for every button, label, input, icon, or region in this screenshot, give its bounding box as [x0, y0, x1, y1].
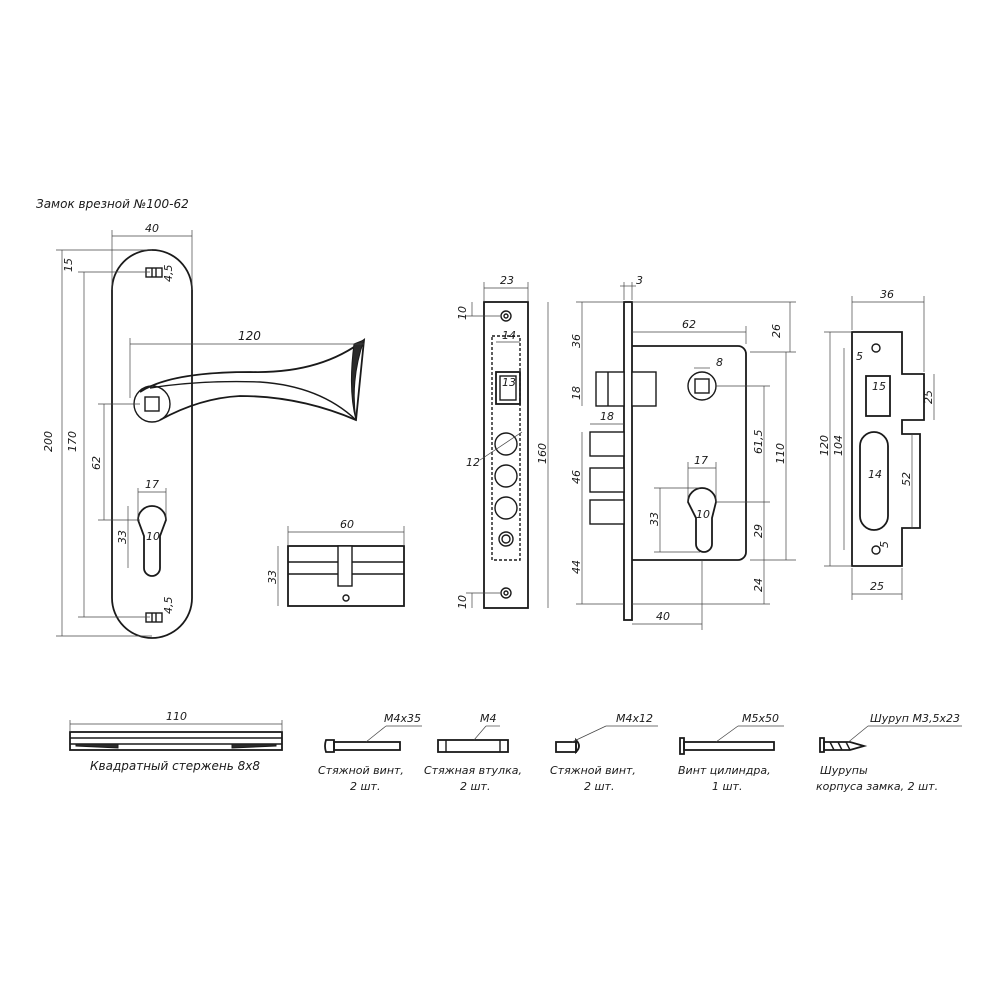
dim-cyl-length: 60 — [340, 518, 354, 531]
cylinder: 60 33 — [266, 518, 405, 607]
dim-cyl-height: 33 — [116, 530, 129, 544]
dim-face-bottom: 10 — [456, 595, 469, 609]
part-m4-cap1: Стяжная втулка, — [424, 764, 522, 777]
dim-latch-window: 14 — [502, 329, 516, 342]
dim-spindle-cyl-body: 61,5 — [752, 430, 765, 455]
strike-plate: 36 5 25 15 120 104 14 52 5 25 — [818, 288, 935, 600]
dim-plate-width: 40 — [145, 222, 159, 235]
part-m4x35-cap2: 2 шт. — [350, 780, 380, 793]
dim-bolt-dia: 12 — [466, 456, 480, 469]
dim-hole-top: 4,5 — [162, 265, 175, 283]
dim-strike-latch-w: 15 — [872, 380, 886, 393]
drawing-title: Замок врезной №100-62 — [36, 197, 189, 211]
dim-body-height: 110 — [774, 443, 787, 464]
part-screw-m4x35: M4x35 Стяжной винт, 2 шт. — [318, 712, 422, 793]
dim-strike-slot-w: 14 — [868, 468, 882, 481]
part-spindle-caption: Квадратный стержень 8х8 — [90, 759, 260, 773]
faceplate: 23 160 10 10 14 13 12 — [456, 274, 549, 609]
dim-body-thick: 3 — [636, 274, 643, 287]
part-screw-cap2: корпуса замка, 2 шт. — [816, 780, 938, 793]
dim-square: 13 — [502, 376, 516, 389]
dim-strike-height: 120 — [818, 435, 831, 456]
part-m5x50-cap2: 1 шт. — [712, 780, 742, 793]
dim-bolt-proj: 18 — [600, 410, 614, 423]
dim-latch-height: 36 — [570, 334, 583, 348]
part-spindle: 110 Квадратный стержень 8х8 — [69, 710, 283, 773]
dim-face-height: 160 — [536, 443, 549, 464]
dim-hole-bottom: 4,5 — [162, 597, 175, 615]
part-screw-label: Шуруп M3,5x23 — [870, 712, 960, 725]
dim-strike-bottom: 25 — [870, 580, 884, 593]
part-screw-m5x50: M5x50 Винт цилиндра, 1 шт. — [678, 712, 784, 793]
dim-cyl-body-height: 33 — [266, 570, 279, 584]
part-spindle-label: 110 — [166, 710, 187, 723]
dim-body-cyl-height: 33 — [648, 512, 661, 526]
dim-strike-latch-h: 25 — [922, 390, 935, 404]
part-wood-screw: Шуруп M3,5x23 Шурупы корпуса замка, 2 шт… — [816, 712, 962, 793]
dim-top-hole: 15 — [62, 258, 75, 272]
dim-strike-screw-2: 5 — [878, 541, 891, 548]
dim-spindle-cyl: 62 — [90, 456, 103, 470]
dim-bolt-offset-1: 46 — [570, 470, 583, 484]
dim-spindle-sq: 8 — [716, 356, 723, 369]
part-m4-label: M4 — [480, 712, 497, 725]
dim-strike-screw: 5 — [856, 350, 863, 363]
dim-body-cyl-width: 17 — [694, 454, 708, 467]
dim-strike-inner: 104 — [832, 435, 845, 456]
dim-cyl-width: 17 — [145, 478, 159, 491]
part-m5x50-cap1: Винт цилиндра, — [678, 764, 771, 777]
lock-body: 3 62 26 36 18 8 18 61,5 110 46 44 17 — [570, 274, 796, 630]
dim-bolt-offset-2: 44 — [570, 560, 583, 574]
dim-face-top: 10 — [456, 306, 469, 320]
dim-cyl-hole: 10 — [146, 530, 160, 543]
part-m4x35-label: M4x35 — [384, 712, 421, 725]
dim-strike-width: 36 — [880, 288, 894, 301]
dim-plate-height: 200 — [42, 431, 55, 452]
part-screw-m4x12: M4x12 Стяжной винт, 2 шт. — [550, 712, 658, 793]
dim-top-offset: 26 — [770, 324, 783, 338]
dim-plate-holes: 170 — [66, 431, 79, 452]
dim-face-width: 23 — [500, 274, 514, 287]
dim-latch-proj: 18 — [570, 386, 583, 400]
dim-body-bottom: 24 — [752, 578, 765, 592]
part-m4x12-cap2: 2 шт. — [584, 780, 614, 793]
part-sleeve-m4: M4 Стяжная втулка, 2 шт. — [424, 712, 522, 793]
part-m4x35-cap1: Стяжной винт, — [318, 764, 404, 777]
part-m4x12-label: M4x12 — [616, 712, 653, 725]
dim-backset: 62 — [682, 318, 696, 331]
part-m5x50-label: M5x50 — [742, 712, 779, 725]
dim-lever-length: 120 — [238, 329, 261, 343]
dim-strike-slot-h: 52 — [900, 472, 913, 486]
dim-backset-bottom: 40 — [656, 610, 670, 623]
handle-plate: 40 200 170 15 4,5 4,5 120 62 17 33 10 — [42, 222, 366, 639]
dim-body-cyl-hole: 10 — [696, 508, 710, 521]
part-m4-cap2: 2 шт. — [460, 780, 490, 793]
part-screw-cap1: Шурупы — [820, 764, 868, 777]
dim-cyl-bottom: 29 — [752, 524, 765, 538]
part-m4x12-cap1: Стяжной винт, — [550, 764, 636, 777]
